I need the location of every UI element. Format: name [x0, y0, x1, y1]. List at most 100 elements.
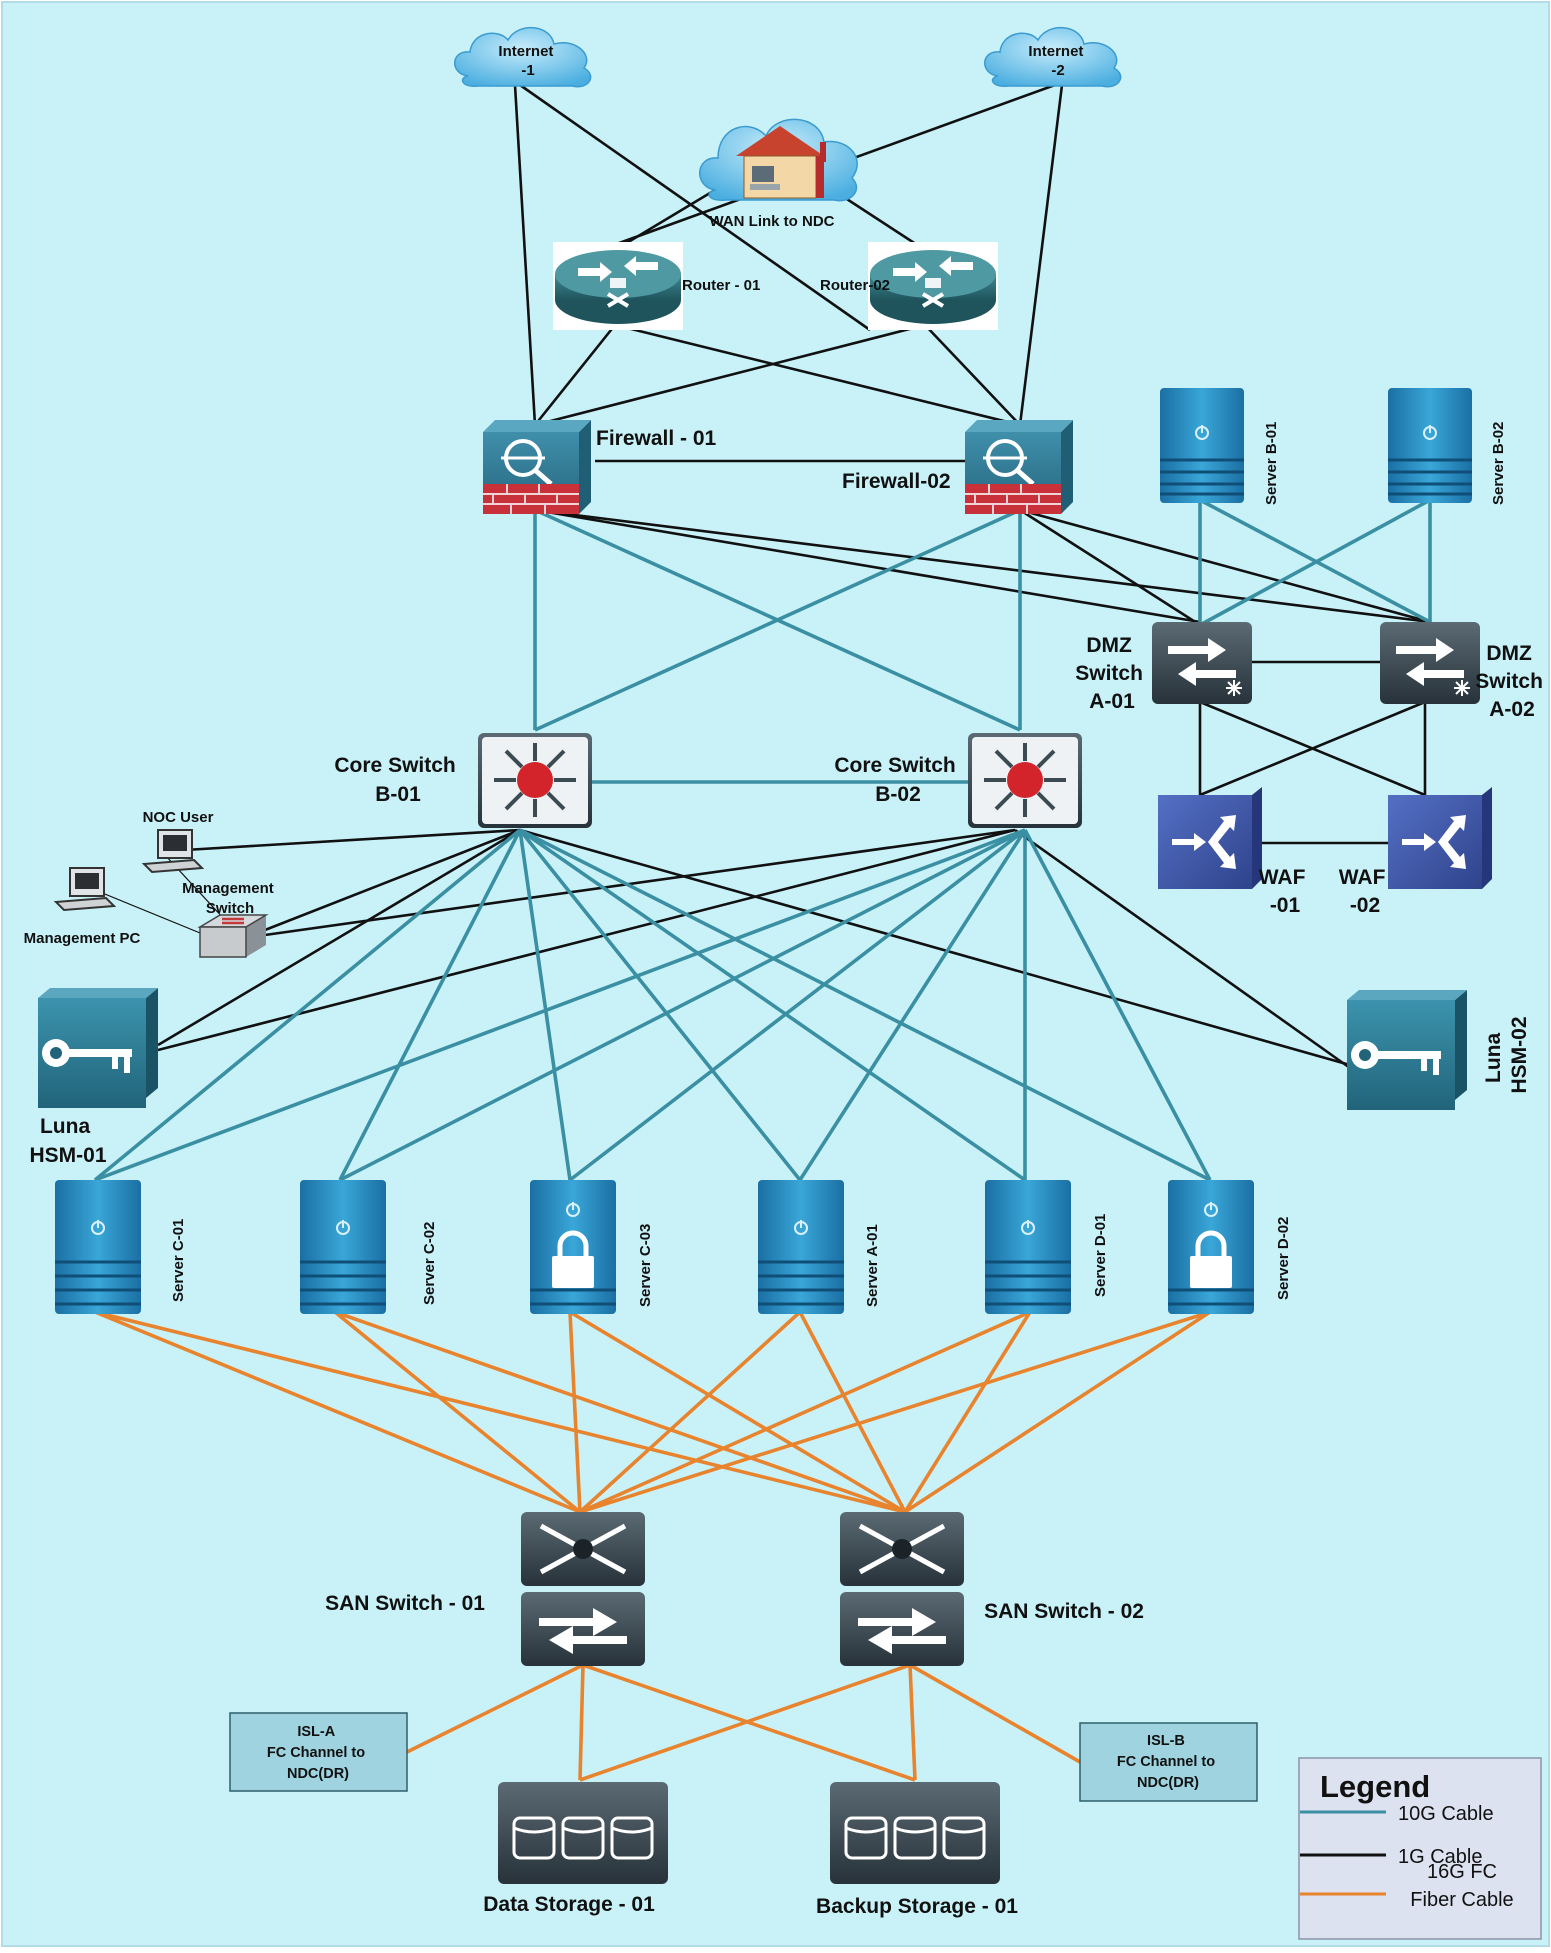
core-switch-b01-label: Core Switch B-01: [334, 754, 461, 806]
disk-icon: [512, 1816, 654, 1860]
internet-1-label: Internet -1: [498, 43, 557, 79]
san-switch-02-label: SAN Switch - 02: [984, 1600, 1144, 1623]
cable-d02-san1: [579, 1310, 1211, 1514]
cloud-icon: [454, 26, 592, 88]
arrows-icon: [539, 1608, 627, 1654]
arrows-icon: [1168, 638, 1236, 686]
server-icon: [55, 1180, 141, 1314]
switch-icon: [1152, 622, 1252, 704]
server-c01-label: Server C-01: [170, 1219, 187, 1302]
cable-dmz2-waf1: [1199, 700, 1426, 797]
cable-core2-d02: [1023, 829, 1212, 1181]
cable-a01-san2: [798, 1311, 907, 1513]
server-icon: [1168, 1180, 1254, 1314]
cable-d02-san2: [904, 1310, 1211, 1514]
server-a01-label: Server A-01: [864, 1224, 881, 1307]
house-icon: [736, 126, 826, 199]
server-icon: [300, 1180, 386, 1314]
cable-router2-fw1: [534, 323, 926, 427]
server-d02-label: Server D-02: [1275, 1217, 1292, 1300]
isl-a-label: ISL-A FC Channel to NDC(DR): [267, 1724, 369, 1782]
san-switch-02: [840, 1512, 964, 1666]
management-pc-label: Management PC: [24, 930, 141, 947]
cable-core2-hsm1: [157, 828, 1016, 1052]
luna-hsm-02-label: Luna HSM-02: [1482, 1016, 1531, 1093]
cables-fc: [94, 1310, 1211, 1782]
firewall-01-label: Firewall - 01: [596, 427, 717, 450]
server-icon: [758, 1180, 844, 1314]
internet-2-cloud: Internet -2: [984, 26, 1122, 88]
router-02: [868, 242, 998, 330]
server-d01: [985, 1180, 1071, 1314]
disk-icon: [844, 1816, 986, 1860]
cable-core1-hsm1: [157, 828, 521, 1047]
wan-link-label: WAN Link to NDC: [710, 213, 835, 230]
cables: [93, 83, 1432, 1782]
router-01: [553, 242, 683, 330]
wan-link-cloud: [699, 118, 858, 202]
lock-icon: [1190, 1230, 1232, 1288]
server-icon: [1160, 388, 1244, 503]
arrows-icon: [222, 917, 244, 925]
server-b01-label: Server B-01: [1263, 422, 1280, 505]
cable-c03-san1: [568, 1311, 582, 1513]
radial-arrows-icon: [984, 743, 1066, 817]
cable-d01-san2: [903, 1311, 1032, 1513]
cloud-icon: [984, 26, 1122, 88]
cable-core1-d01: [518, 828, 1027, 1182]
legend-box: [1298, 1757, 1542, 1940]
cable-internet2-fw2: [1018, 84, 1064, 426]
cable-san2-backup: [908, 1664, 917, 1781]
cable-internet1-fw1: [513, 84, 537, 426]
data-storage-01-label: Data Storage - 01: [483, 1893, 655, 1916]
cable-core1-d02: [519, 828, 1211, 1182]
isl-a-box: ISL-A FC Channel to NDC(DR): [229, 1712, 408, 1792]
router-arrows-icon: [893, 256, 973, 288]
san-switch-01-label: SAN Switch - 01: [325, 1592, 485, 1615]
server-icon: [1388, 388, 1472, 503]
cable-core1-c02: [338, 829, 522, 1181]
cable-core1-c03: [518, 829, 572, 1181]
cable-core1-mgmtswitch: [264, 828, 521, 932]
cable-san2-data: [579, 1663, 911, 1782]
backup-storage-01: [830, 1782, 1000, 1884]
cable-core2-mgmtswitch: [264, 828, 1016, 937]
san-switch-01: [521, 1512, 645, 1666]
server-c01: [55, 1180, 141, 1314]
cable-router2-fw2: [924, 324, 1021, 426]
cable-fw2-dmz1: [1019, 508, 1201, 627]
cable-fw1-dmz2: [534, 508, 1431, 624]
cable-fw2-dmz2: [1019, 508, 1431, 624]
core-switch-b02: [968, 733, 1082, 828]
backup-storage-01-label: Backup Storage - 01: [816, 1895, 1018, 1918]
radial-arrows-icon: [494, 743, 576, 817]
cable-core2-c02: [339, 828, 1026, 1182]
cable-core1-hsm2: [519, 828, 1351, 1067]
cable-internet1-router2: [519, 83, 871, 332]
cable-c02-san1: [333, 1310, 582, 1514]
cable-fw1-dmz1: [534, 508, 1201, 624]
server-c03-label: Server C-03: [637, 1224, 654, 1307]
cable-d01-san1: [579, 1310, 1031, 1514]
cable-serverb02-dmz1: [1199, 498, 1431, 627]
arrows-icon: [1396, 638, 1464, 686]
core-switch-b01: [478, 733, 592, 828]
dmz-switch-a02: [1380, 622, 1480, 704]
switch-icon: [521, 1592, 645, 1666]
star-icon: [1454, 680, 1470, 696]
server-d01-label: Server D-01: [1092, 1214, 1109, 1297]
devices: Internet -1 Internet -2 WAN Link to ND: [24, 26, 1543, 1918]
server-icon: [530, 1180, 616, 1314]
cable-core2-a01: [798, 829, 1027, 1181]
cable-c01-san2: [94, 1310, 906, 1514]
internet-2-label: Internet -2: [1028, 43, 1087, 79]
cable-c01-san1: [94, 1310, 581, 1514]
server-c03: [530, 1180, 616, 1314]
cable-san1-data: [578, 1664, 585, 1781]
luna-hsm-01-label: Luna HSM-01: [29, 1115, 106, 1167]
server-a01: [758, 1180, 844, 1314]
